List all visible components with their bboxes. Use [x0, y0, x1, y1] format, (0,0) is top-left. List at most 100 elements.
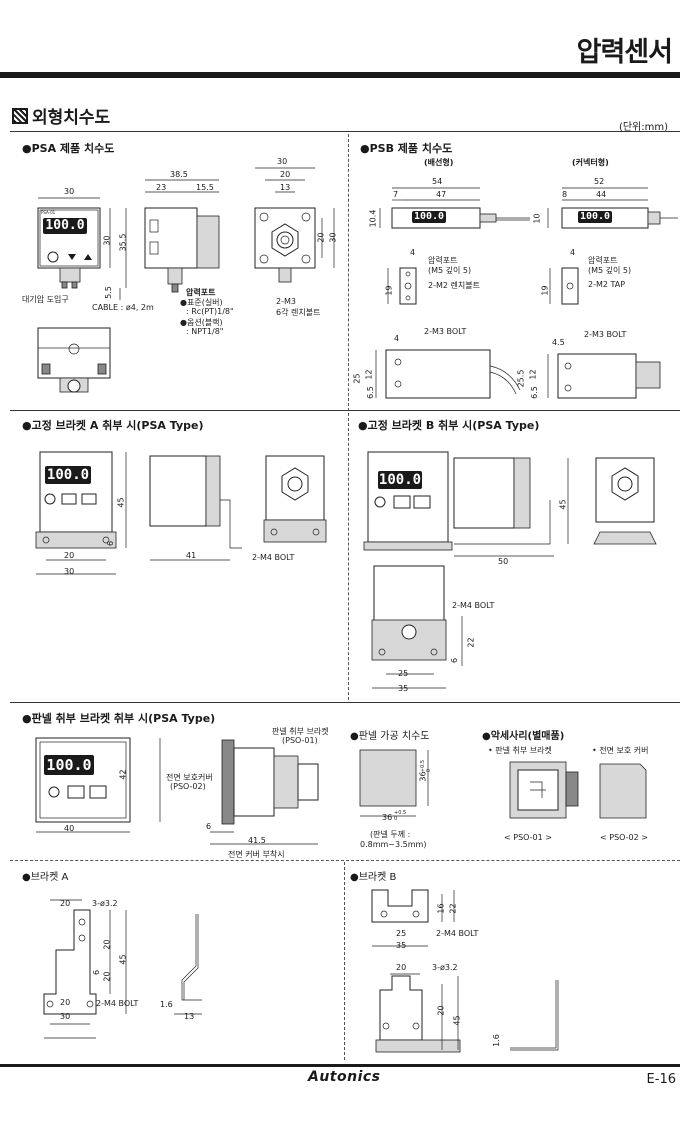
dim-psb-wired-25: 25 — [352, 373, 362, 384]
dim-psb-wired-19: 19 — [384, 285, 394, 296]
panel-mount-lcd: 100.0 — [44, 755, 94, 775]
dim-bracket-a-30: 30 — [64, 567, 75, 576]
accessory-code-1: < PSO-01 > — [504, 833, 552, 842]
port-opt-value: : NPT1/8" — [186, 327, 224, 336]
page-header-title: 압력센서 — [576, 37, 673, 68]
bracket-b-part-hole: 3-ø3.2 — [432, 963, 458, 972]
dim-bracket-b-45: 45 — [558, 499, 568, 510]
dim-psb-conn-12: 12 — [528, 369, 538, 380]
bracket-a-lcd: 100.0 — [45, 466, 91, 484]
dim-panel-42: 42 — [118, 769, 128, 780]
panel-cut-title: ●판넬 가공 치수도 — [350, 731, 430, 742]
section-rule — [10, 131, 680, 132]
dim-psb-wired-bolt-4: 4 — [394, 334, 400, 343]
dim-psa-back-20: 20 — [280, 170, 291, 179]
dim-cut-w-tol: +0.5 0 — [394, 810, 407, 822]
dim-psa-side-port: 15.5 — [196, 183, 214, 192]
panel-cover-code: (PSO-02) — [170, 782, 206, 791]
m3-label: 2-M3 — [276, 297, 296, 306]
square-bullet-icon — [12, 108, 28, 124]
dim-cut-w: 36 — [382, 813, 393, 822]
footer-brand-logo: Autonics — [308, 1069, 381, 1085]
bracket-b-part-drawing — [371, 889, 559, 1053]
dim-bb-top-20: 20 — [396, 963, 407, 972]
header-rule — [0, 72, 680, 78]
panel-thickness: (판넬 두께 : — [370, 830, 411, 839]
dim-psa-width: 30 — [64, 187, 75, 196]
dim-ba-30: 30 — [60, 1012, 71, 1021]
panel-thickness-range: 0.8mm~3.5mm) — [360, 840, 427, 849]
dim-psb-conn-6-5: 6.5 — [529, 386, 539, 399]
panel-cut-drawing — [359, 749, 429, 817]
psb-connector-lcd: 100.0 — [578, 211, 612, 223]
psb-wired-port-depth: (M5 깊이 5) — [428, 266, 472, 275]
dim-psb-wired-47: 47 — [436, 190, 447, 199]
dim-psa-back-width: 30 — [277, 157, 288, 166]
dim-ba-right-20: 20 — [102, 939, 112, 950]
dim-psb-conn-25-5: 25.5 — [516, 369, 526, 388]
psb-connector-label: (커넥터형) — [572, 158, 609, 167]
dim-bracket-b-6: 6 — [450, 657, 460, 664]
dim-psb-wired-6-5: 6.5 — [365, 386, 375, 399]
row-divider-3 — [10, 860, 680, 861]
dim-psb-wired-7: 7 — [393, 190, 399, 199]
dim-psa-side-total: 38.5 — [170, 170, 188, 179]
dim-bracket-a-41: 41 — [186, 551, 197, 560]
psb-wired-bolt: 2-M3 BOLT — [424, 327, 467, 336]
bracket-b-bolt: 2-M4 BOLT — [452, 601, 495, 610]
bracket-a-part-drawing — [43, 899, 202, 1039]
column-divider-bottom — [344, 862, 345, 1060]
psb-dims-title: ●PSB 제품 치수도 — [360, 142, 453, 155]
dim-bb-20: 20 — [436, 1005, 446, 1016]
dim-psb-conn-19: 19 — [540, 285, 550, 296]
psa-model-label: PSA-01 — [41, 210, 56, 215]
accessory-code-2: < PSO-02 > — [600, 833, 648, 842]
psb-wired-lcd: 100.0 — [412, 211, 446, 223]
psb-conn-port-depth: (M5 깊이 5) — [588, 266, 632, 275]
dim-psa-back-13: 13 — [280, 183, 291, 192]
dim-psb-conn-52: 52 — [594, 177, 605, 186]
psb-wired-label: (배선형) — [424, 158, 454, 167]
psa-dims-title: ●PSA 제품 치수도 — [22, 142, 115, 155]
dim-psa-height: 30 — [102, 235, 112, 246]
panel-bracket-code: (PSO-01) — [282, 736, 318, 745]
accessories-drawing — [509, 761, 647, 819]
dim-ba-6: 6 — [92, 969, 102, 976]
port-opt: ●옵션(블랙) — [180, 318, 223, 327]
row-divider-2 — [10, 702, 680, 703]
dim-bracket-a-20: 20 — [64, 551, 75, 560]
bracket-b-part-bolt: 2-M4 BOLT — [436, 929, 479, 938]
bracket-a-title: ●고정 브라켓 A 취부 시(PSA Type) — [22, 419, 204, 432]
row-divider-1 — [10, 410, 680, 411]
dim-psb-conn-4-5: 4.5 — [552, 338, 565, 347]
psb-wired-port-label: 압력포트 — [428, 256, 458, 265]
dim-ba-1-6: 1.6 — [160, 1000, 173, 1009]
bracket-a-bolt: 2-M4 BOLT — [252, 553, 295, 562]
dim-cut-h-tol: +0.5 0 — [420, 759, 433, 773]
psb-conn-port-label: 압력포트 — [588, 256, 618, 265]
dim-psb-conn-8: 8 — [562, 190, 568, 199]
panel-mount-drawing — [35, 737, 319, 845]
dim-ba-20-b: 20 — [102, 971, 112, 982]
accessory-item-1: • 판넬 취부 브라켓 — [488, 746, 552, 755]
column-divider-top — [348, 134, 349, 700]
bracket-a-part-title: ●브라켓 A — [22, 872, 69, 883]
dim-bracket-b-25: 25 — [398, 669, 409, 678]
dim-bb-25: 25 — [396, 929, 407, 938]
dim-psb-conn-h: 10 — [532, 213, 542, 224]
panel-mount-title: ●판넬 취부 브라켓 취부 시(PSA Type) — [22, 712, 216, 725]
accessories-title: ●악세사리(별매품) — [482, 731, 565, 742]
dim-bb-35: 35 — [396, 941, 407, 950]
accessory-item-2: • 전면 보호 커버 — [592, 746, 649, 755]
page-number: E-16 — [646, 1072, 676, 1087]
section-title: 외형치수도 — [12, 103, 110, 128]
bracket-a-drawing — [35, 451, 327, 575]
port-std-value: : Rc(PT)1/8" — [186, 307, 234, 316]
bracket-b-title: ●고정 브라켓 B 취부 시(PSA Type) — [358, 419, 540, 432]
dim-bb-22: 22 — [448, 903, 458, 914]
dim-psb-conn-port-4: 4 — [570, 248, 576, 257]
port-title: 압력포트 — [186, 288, 216, 297]
dim-bb-45: 45 — [452, 1015, 462, 1026]
dim-bb-16: 16 — [436, 903, 446, 914]
psb-dims-drawing — [375, 187, 678, 399]
